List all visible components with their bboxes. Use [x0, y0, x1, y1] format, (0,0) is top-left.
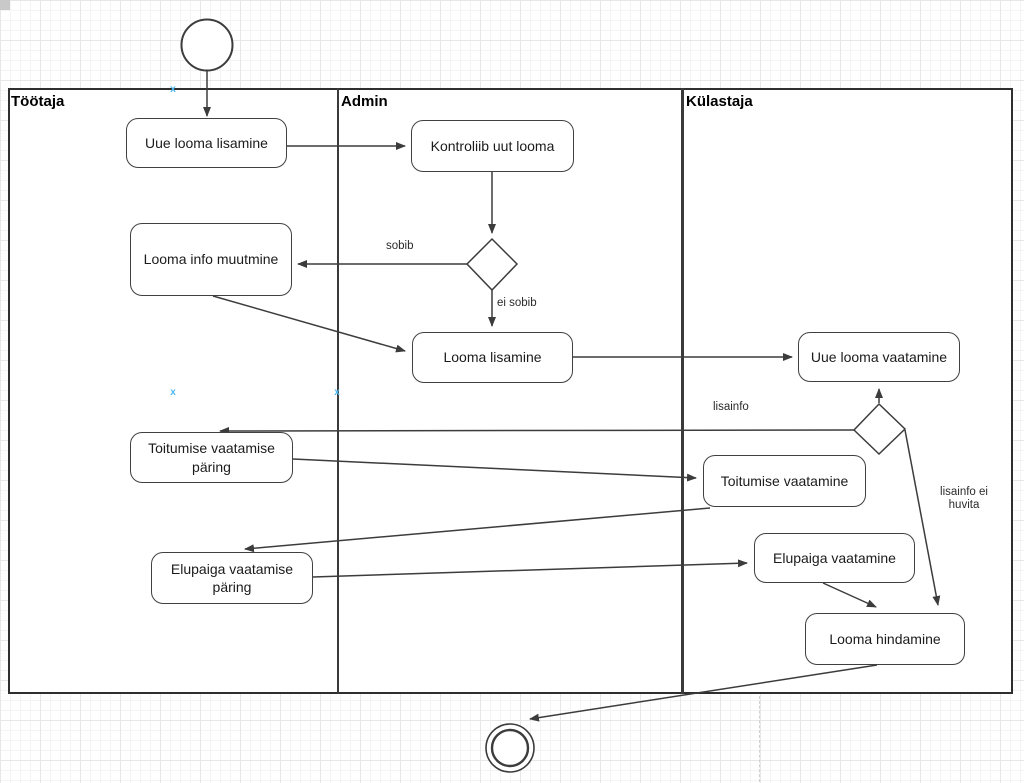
node-uue-looma-lisamine[interactable]: Uue looma lisamine: [126, 118, 287, 168]
start-node[interactable]: [180, 18, 234, 72]
end-node-inner: [490, 728, 530, 768]
node-toitumise-vaatamine[interactable]: Toitumise vaatamine: [703, 455, 866, 507]
end-node-outer[interactable]: [485, 723, 535, 773]
edge-toitumise-paring-to-toitumise-vaatamine[interactable]: [292, 458, 697, 482]
edge-label-lisainfo-ei-huvita[interactable]: lisainfo ei huvita: [924, 486, 1004, 512]
node-looma-lisamine[interactable]: Looma lisamine: [412, 332, 573, 383]
blue-x-marker-icon: x: [170, 386, 176, 398]
edge-decision2-lisainfo-to-toitumise-paring[interactable]: [219, 426, 855, 435]
edge-label-ei-sobib[interactable]: ei sobib: [497, 297, 537, 309]
lane-divider-kulastaja[interactable]: [681, 88, 684, 694]
node-kontroliib-uut-looma[interactable]: Kontroliib uut looma: [411, 120, 574, 172]
blue-x-marker-icon: x: [170, 83, 176, 95]
edge-label-line2: huvita: [948, 499, 980, 512]
page-break-dashed-line: [759, 696, 760, 782]
node-toitumise-vaatamise-paring[interactable]: Toitumise vaatamise päring: [130, 432, 293, 483]
node-label: Toitumise vaatamine: [720, 472, 849, 489]
node-label: Looma hindamine: [829, 630, 941, 647]
edge-label-sobib[interactable]: sobib: [386, 240, 414, 252]
edge-toitumise-vaatamine-to-elupaiga-paring[interactable]: [244, 507, 711, 553]
node-label: Elupaiga vaatamine: [773, 549, 896, 566]
node-label: Uue looma vaatamine: [810, 348, 948, 365]
node-label: Toitumise vaatamise päring: [148, 440, 275, 475]
edge-label-line1: lisainfo ei: [940, 486, 988, 498]
lane-header-admin[interactable]: Admin: [341, 93, 388, 110]
lane-divider-admin[interactable]: [337, 88, 339, 694]
node-uue-looma-vaatamine[interactable]: Uue looma vaatamine: [798, 332, 960, 382]
node-label: Looma lisamine: [443, 349, 542, 366]
node-label: Looma info muutmine: [143, 251, 279, 268]
canvas-corner-artifact: [0, 0, 10, 10]
node-elupaiga-vaatamine[interactable]: Elupaiga vaatamine: [754, 533, 915, 583]
node-looma-hindamine[interactable]: Looma hindamine: [805, 613, 965, 665]
edge-elupaiga-paring-to-elupaiga-vaatamine[interactable]: [312, 559, 748, 578]
lane-header-tootaja[interactable]: Töötaja: [11, 93, 65, 110]
node-label: Kontroliib uut looma: [430, 137, 555, 154]
node-looma-info-muutmine[interactable]: Looma info muutmine: [130, 223, 292, 296]
node-label: Elupaiga vaatamise päring: [170, 560, 294, 595]
edge-looma-info-to-looma-lisamine[interactable]: [212, 295, 406, 353]
lane-header-kulastaja[interactable]: Külastaja: [686, 93, 753, 110]
node-elupaiga-vaatamise-paring[interactable]: Elupaiga vaatamise päring: [151, 552, 313, 604]
blue-x-marker-icon: x: [334, 386, 340, 398]
edge-looma-hindamine-to-end[interactable]: [529, 664, 878, 722]
edge-elupaiga-vaatamine-to-looma-hindamine[interactable]: [822, 582, 877, 608]
edge-label-lisainfo[interactable]: lisainfo: [713, 401, 749, 413]
node-label: Uue looma lisamine: [145, 134, 268, 151]
edge-decision2-eihuvita-to-looma-hindamine[interactable]: [904, 429, 941, 606]
